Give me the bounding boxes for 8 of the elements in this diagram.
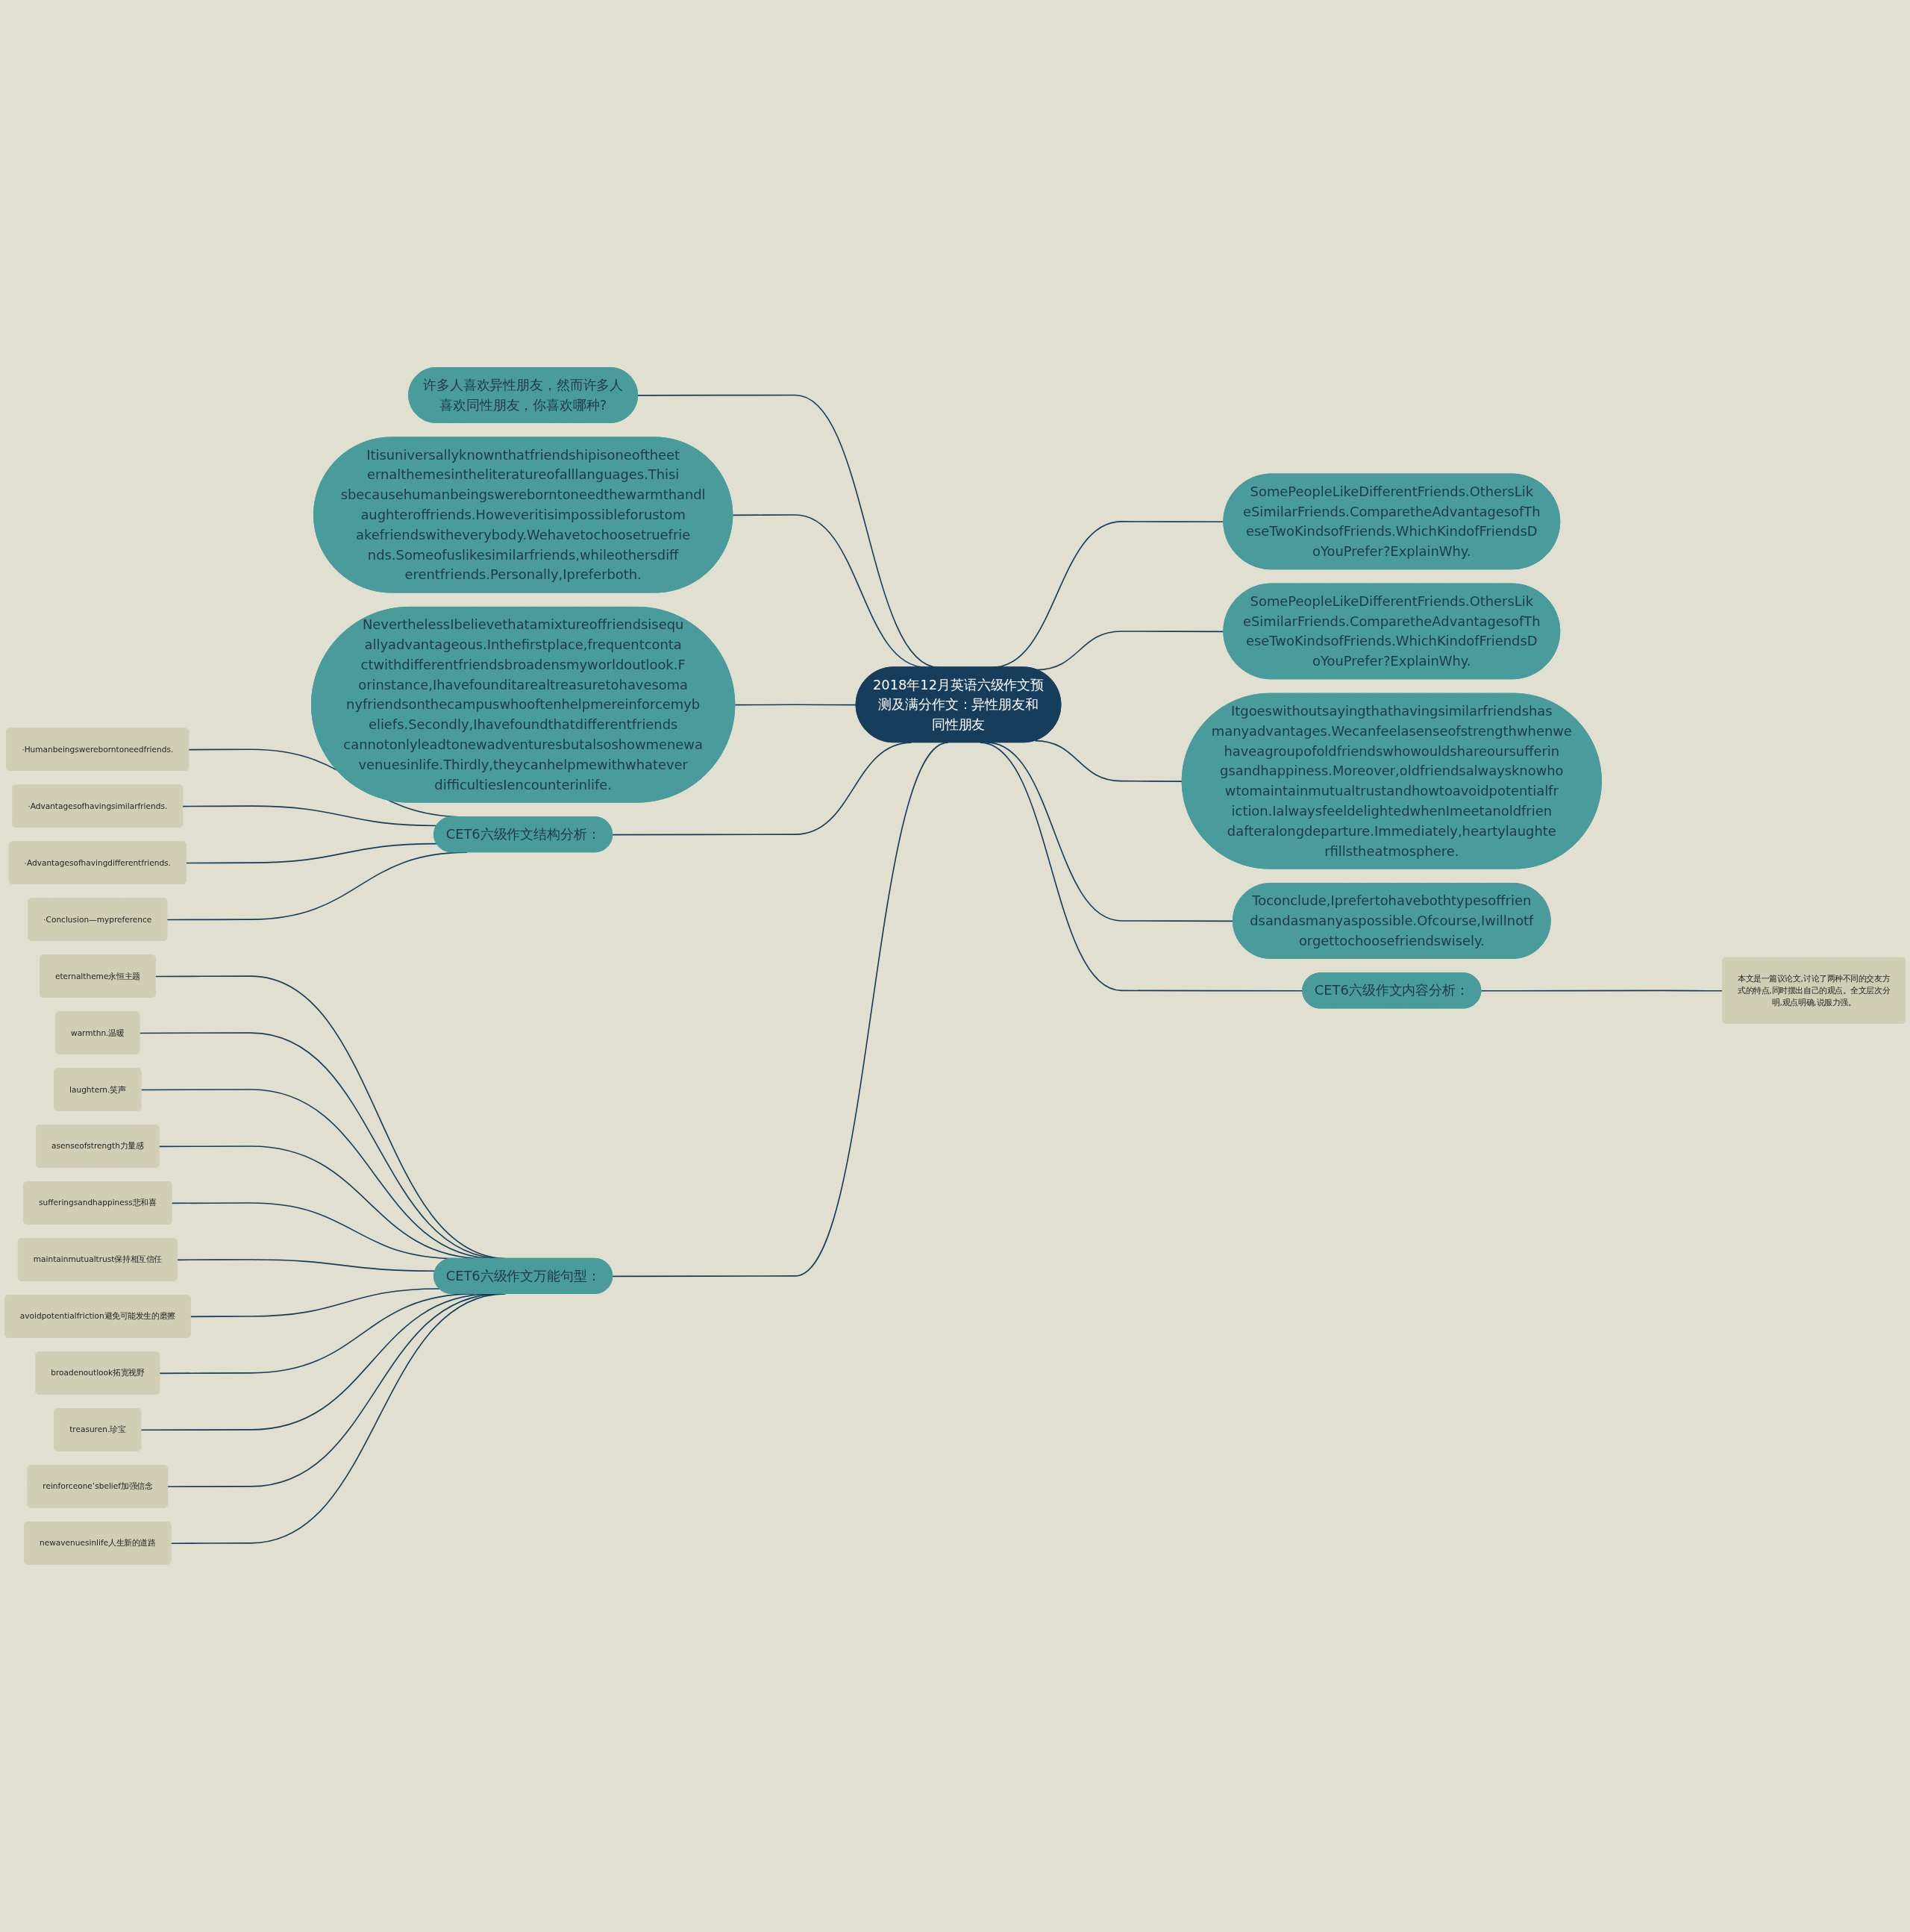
connector bbox=[1034, 740, 1183, 783]
connector bbox=[166, 851, 468, 921]
connector bbox=[612, 742, 912, 836]
connector bbox=[734, 704, 857, 706]
connector bbox=[176, 1259, 436, 1272]
connector bbox=[182, 805, 438, 827]
connector bbox=[979, 742, 1303, 992]
connector bbox=[612, 742, 949, 1278]
